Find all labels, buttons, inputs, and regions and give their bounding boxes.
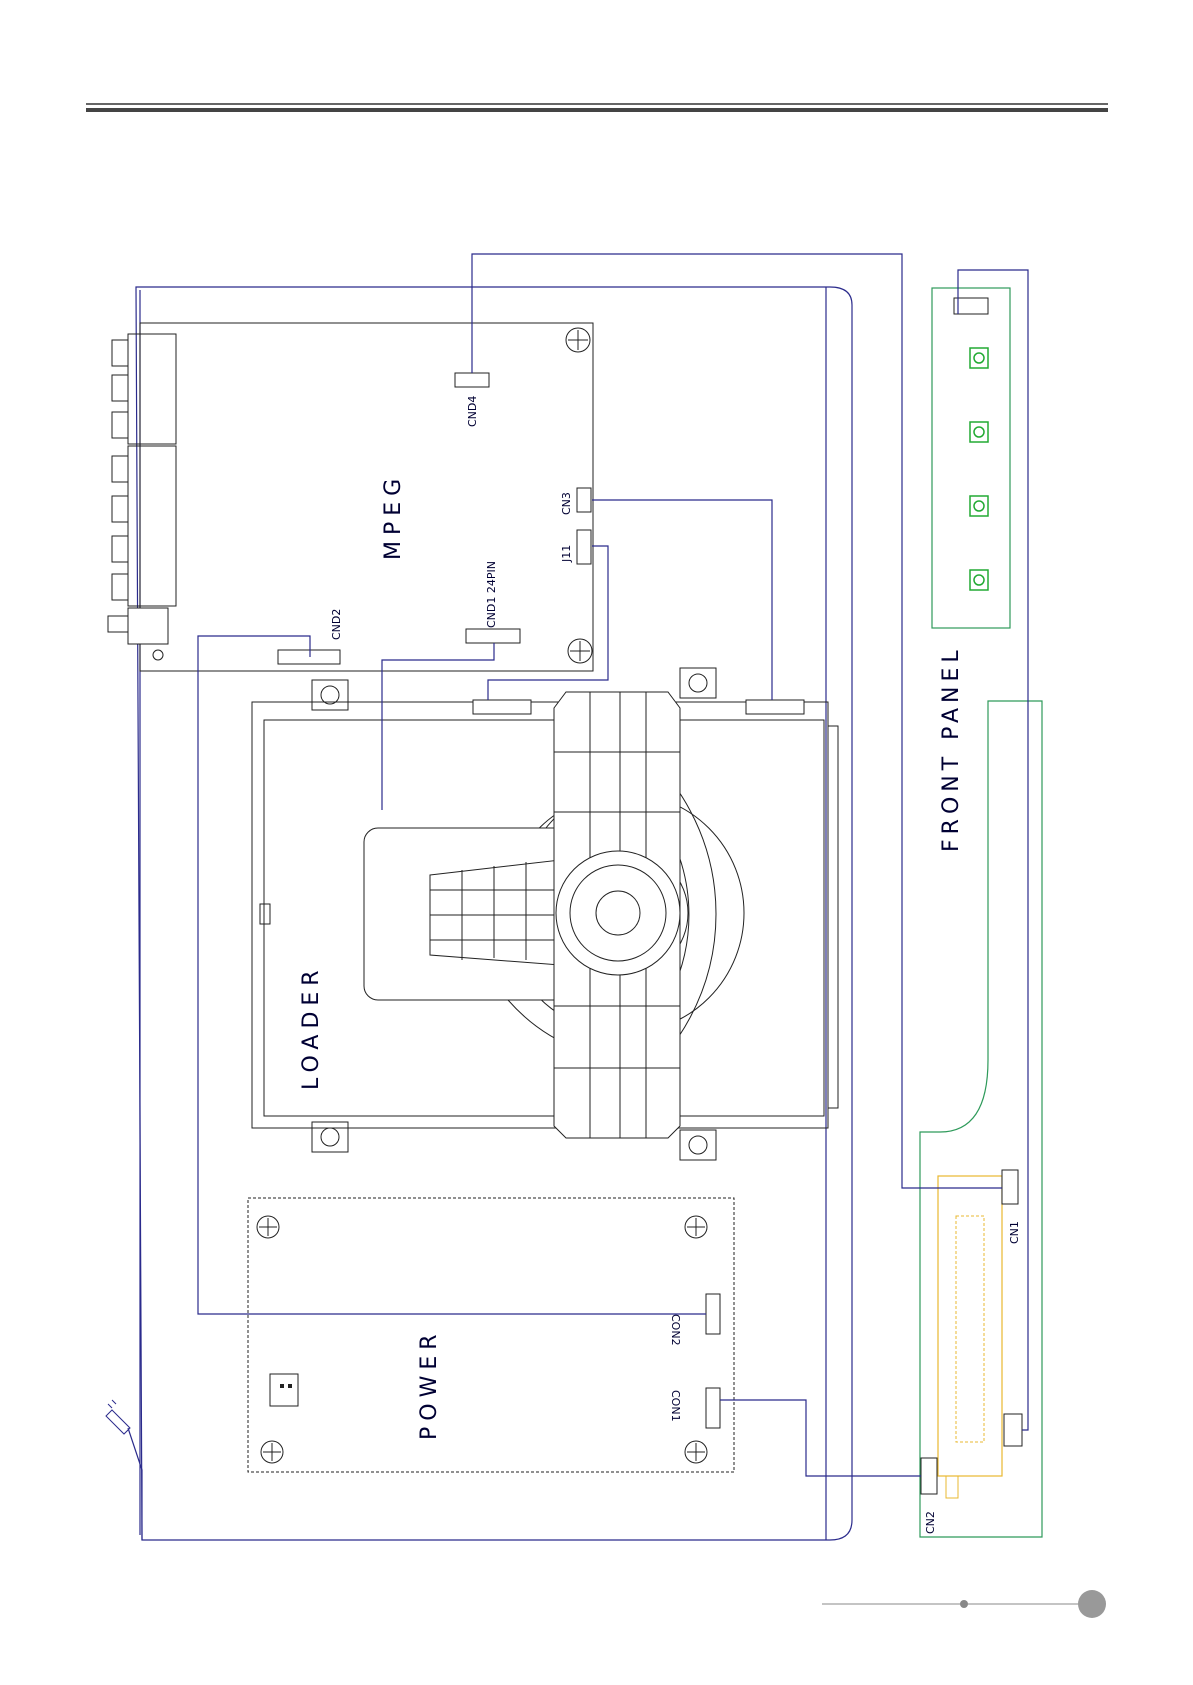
cn2-connector — [921, 1458, 937, 1494]
j11-connector — [577, 530, 591, 564]
screw-icon — [321, 686, 339, 704]
cnd1-label: CND1 24PIN — [485, 561, 498, 628]
cnd4-connector — [455, 373, 489, 387]
power-socket — [270, 1374, 298, 1406]
cn1-connector — [1002, 1170, 1018, 1204]
header-rule — [86, 104, 1108, 110]
cnd2-connector — [278, 650, 340, 664]
loader-label: LOADER — [299, 964, 324, 1090]
screw-icon — [257, 1216, 707, 1463]
cnd1-connector — [466, 629, 520, 643]
cn3-connector — [577, 488, 591, 512]
power-label: POWER — [417, 1328, 442, 1440]
screw-icon — [689, 1136, 707, 1154]
display-module — [938, 1176, 1002, 1476]
mpeg-label: MPEG — [381, 473, 406, 560]
front-panel-label: FRONT PANEL — [939, 645, 964, 852]
screw-icon — [689, 674, 707, 692]
con2-label: CON2 — [669, 1314, 682, 1346]
power-board: POWER CON2 CON1 — [248, 1198, 734, 1472]
cn2-label: CN2 — [924, 1511, 937, 1534]
page-marker-icon — [822, 1590, 1106, 1618]
cnd2-label: CND2 — [330, 609, 343, 640]
mpeg-board: MPEG CND4 CN3 J11 CND1 24PIN CND2 — [108, 323, 593, 671]
loader-mechanism — [252, 668, 838, 1160]
j11-label: J11 — [560, 545, 573, 563]
key-buttons — [970, 348, 988, 590]
power-plug-icon — [106, 1400, 130, 1434]
screw-icon — [321, 1128, 339, 1146]
con1-label: CON1 — [669, 1390, 682, 1422]
cn1-label: CN1 — [1008, 1221, 1021, 1244]
front-panel: FRONT PANEL CN1 CN2 — [920, 288, 1042, 1537]
screw-icon — [568, 639, 592, 663]
cn3-label: CN3 — [560, 492, 573, 515]
con2-connector — [706, 1294, 720, 1334]
cnd4-label: CND4 — [466, 396, 479, 427]
screw-icon — [566, 328, 590, 352]
con1-connector — [706, 1388, 720, 1428]
